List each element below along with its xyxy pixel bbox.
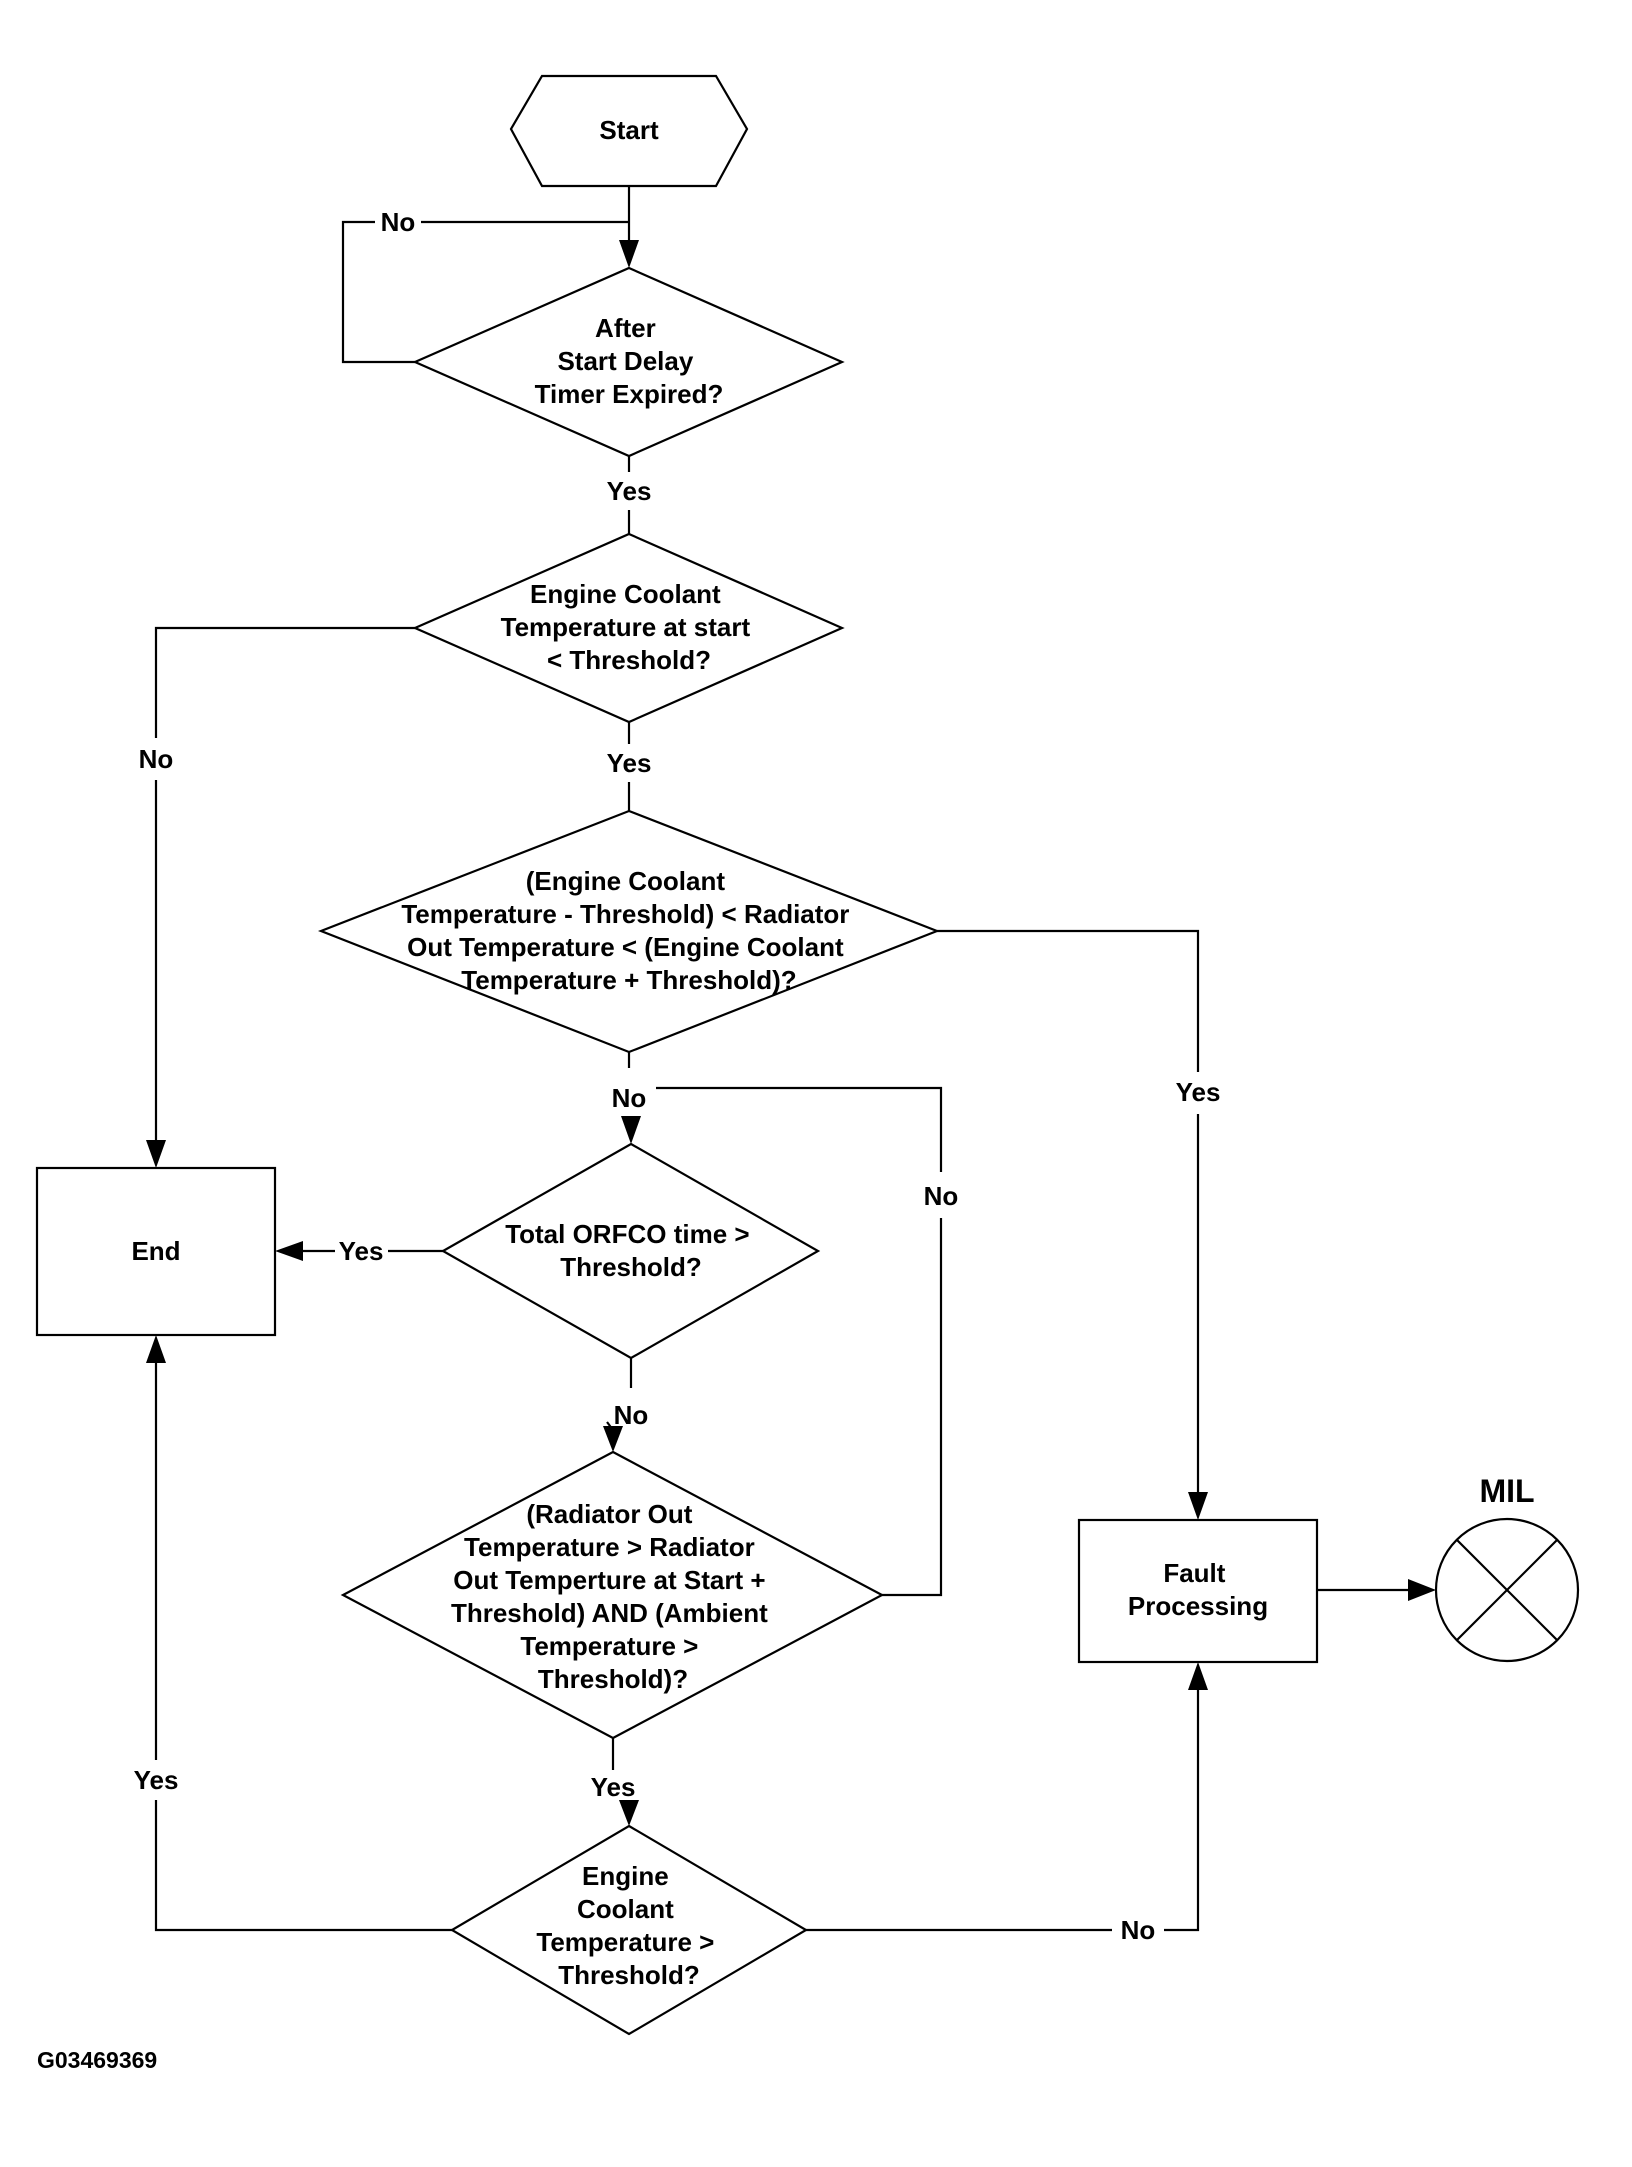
decision-radiator-and-ambient-diamond [340,1450,885,1740]
mil-cross-line-b [1456,1539,1558,1641]
mil-label: MIL [1479,1473,1534,1509]
decision-coolant-final-label: Engine Coolant Temperature > Threshold? [536,1861,721,1990]
edge-coolant-start-yes: Yes [607,722,652,811]
fault-processing-box [1077,1518,1319,1664]
node-fault-processing: Fault Processing [1077,1518,1319,1664]
edge-delay-yes: Yes [607,456,652,534]
decision-orfco-time-diamond [440,1142,821,1360]
edge-label-coolant-start-no: No [139,744,174,774]
arrowhead [1188,1492,1208,1520]
start-hexagon [509,74,749,188]
edge-label-delay-yes: Yes [607,476,652,506]
edge-label-orfco-yes: Yes [339,1236,384,1266]
edge-fault-to-mil [1317,1579,1436,1601]
edge-label-radiator-window-yes: Yes [1176,1077,1221,1107]
decision-radiator-and-ambient-label: (Radiator Out Temperature > Radiator Out… [451,1499,775,1694]
arrowhead [619,240,639,268]
edge-orfco-no: No [603,1358,648,1452]
decision-radiator-window-label: (Engine Coolant Temperature - Threshold)… [401,866,856,995]
edge-label-coolant-final-yes: Yes [134,1765,179,1795]
arrowhead [1188,1662,1208,1690]
edge-radiator-window-yes: Yes [937,929,1221,1520]
edge-radiator-window-no: No [612,1052,647,1144]
diagram-id: G03469369 [37,2047,157,2073]
edge-radiator-ambient-no: No [656,1086,959,1597]
decision-coolant-final-diamond [449,1824,809,2036]
node-end: End [35,1166,277,1337]
edge-delay-no-loop: No [341,207,629,364]
decision-orfco-time-label: Total ORFCO time > Threshold? [505,1219,757,1282]
edge-coolant-final-no: No [806,1662,1208,1945]
node-radiator-window: (Engine Coolant Temperature - Threshold)… [317,809,941,1054]
edge-label-orfco-no: No [614,1400,649,1430]
edge-label-radiator-ambient-no: No [924,1181,959,1211]
edge-label-coolant-final-no: No [1121,1915,1156,1945]
node-coolant-at-start: Engine Coolant Temperature at start < Th… [412,532,845,724]
edge-start-to-delay [619,186,639,268]
edge-coolant-start-no: No [139,626,415,1168]
node-radiator-and-ambient: (Radiator Out Temperature > Radiator Out… [340,1450,885,1740]
decision-coolant-at-start-label: Engine Coolant Temperature at start < Th… [501,579,758,675]
arrowhead [146,1140,166,1168]
start-label: Start [599,115,659,145]
arrowhead [619,1800,639,1826]
node-orfco-time: Total ORFCO time > Threshold? [440,1142,821,1360]
arrowhead [275,1241,303,1261]
edge-label-radiator-ambient-yes: Yes [591,1772,636,1802]
edge-label-coolant-start-yes: Yes [607,748,652,778]
arrowhead [146,1335,166,1363]
edge-coolant-final-yes: Yes [134,1335,452,1932]
edge-label-radiator-window-no: No [612,1083,647,1113]
end-label: End [131,1236,180,1266]
node-after-start-delay: After Start Delay Timer Expired? [412,266,845,458]
edge-orfco-yes: Yes [275,1236,443,1266]
arrowhead [1408,1579,1436,1601]
edge-label-delay-no: No [381,207,416,237]
end-box [35,1166,277,1337]
node-coolant-final: Engine Coolant Temperature > Threshold? [449,1824,809,2036]
edge-radiator-ambient-yes: Yes [591,1738,639,1826]
node-mil: MIL [1434,1473,1580,1663]
decision-after-start-delay-label: After Start Delay Timer Expired? [535,313,724,409]
arrowhead [603,1426,623,1452]
arrowhead [621,1116,641,1144]
node-start: Start [509,74,749,188]
fault-processing-label: Fault Processing [1128,1558,1268,1621]
